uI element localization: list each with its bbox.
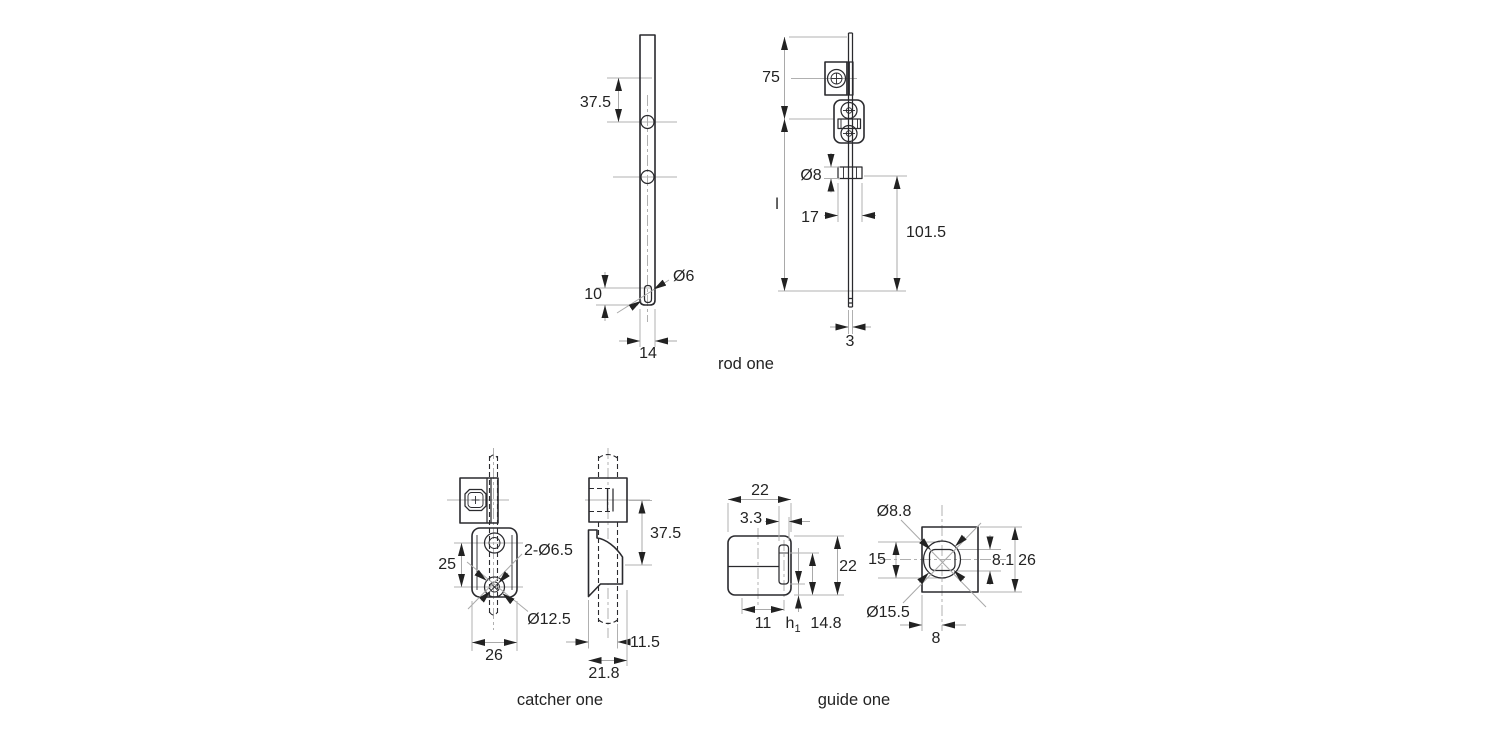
dim-catcher-width: 26 [485, 647, 503, 664]
dim-rod-head-length: 75 [762, 69, 780, 86]
dim-guide-slot-width: 3.3 [740, 510, 762, 527]
dim-guide-inner-height: 8.1 [992, 552, 1014, 569]
rod-collar [837, 166, 863, 180]
catcher-caption: catcher one [517, 691, 603, 709]
rod-slot [643, 284, 653, 304]
catcher-front-view: 25 2-Ø6.5 Ø12.5 26 [438, 448, 573, 664]
dim-guide-width: 22 [751, 482, 769, 499]
dim-guide-lower-height: 14.8 [810, 615, 841, 632]
dim-rod-tail-length: 101.5 [906, 224, 946, 241]
dim-rod-width: 14 [639, 345, 657, 362]
guide-caption: guide one [818, 691, 891, 709]
dim-guide-hole-diameter: Ø8.8 [877, 503, 912, 520]
dim-catcher-boss-diameter: Ø12.5 [527, 611, 571, 628]
guide-square-hole [928, 548, 956, 572]
dim-rod-diameter: 3 [846, 333, 855, 350]
rod-front-view: 37.5 10 Ø6 14 [580, 34, 694, 362]
guide-side-view: 22 3.3 11 h 1 14.8 22 [727, 482, 857, 635]
dim-guide-bore-diameter: Ø15.5 [866, 604, 910, 621]
rod-side-view: 75 l Ø8 17 101.5 3 [762, 32, 946, 350]
dim-guide-center-offset: 8 [932, 630, 941, 647]
dim-catcher-hole-diameters: 2-Ø6.5 [524, 542, 573, 559]
dim-rod-overall-length: l [775, 196, 779, 213]
dim-guide-height-side: 22 [839, 558, 857, 575]
dim-guide-base-width: 11 [755, 615, 772, 632]
catcher-hook-profile [587, 529, 624, 598]
dim-guide-height-front: 26 [1018, 552, 1036, 569]
rod-latch-block [833, 99, 865, 144]
dim-rod-collar-diameter: Ø8 [800, 167, 821, 184]
dim-guide-slot-depth: h [786, 615, 795, 632]
rod-head-block [824, 61, 854, 96]
rod-hole-upper [640, 114, 655, 130]
catcher-side-view: 37.5 11.5 21.8 [566, 448, 681, 682]
guide-bore [922, 540, 962, 579]
dim-rod-hole-spacing: 37.5 [580, 94, 611, 111]
dim-catcher-total-depth: 21.8 [588, 665, 619, 682]
rod-caption: rod one [718, 355, 774, 373]
dim-catcher-hole-spacing: 25 [438, 556, 456, 573]
dim-guide-slot-depth-sub: 1 [794, 623, 800, 635]
dim-rod-slot-diameter: Ø6 [673, 268, 694, 285]
dim-guide-hole-height: 15 [868, 551, 886, 568]
dim-catcher-block-offset: 37.5 [650, 525, 681, 542]
guide-body-front [921, 526, 979, 593]
guide-body-side [727, 535, 792, 596]
catcher-head-block-side [588, 477, 628, 523]
dim-rod-collar-length: 17 [801, 209, 819, 226]
rod-hole-lower [640, 169, 655, 185]
dim-rod-slot-offset: 10 [584, 286, 602, 303]
guide-front-view: Ø8.8 Ø15.5 15 8.1 26 8 [866, 503, 1036, 647]
guide-slot [778, 544, 790, 585]
dim-catcher-hook-depth: 11.5 [630, 634, 660, 651]
